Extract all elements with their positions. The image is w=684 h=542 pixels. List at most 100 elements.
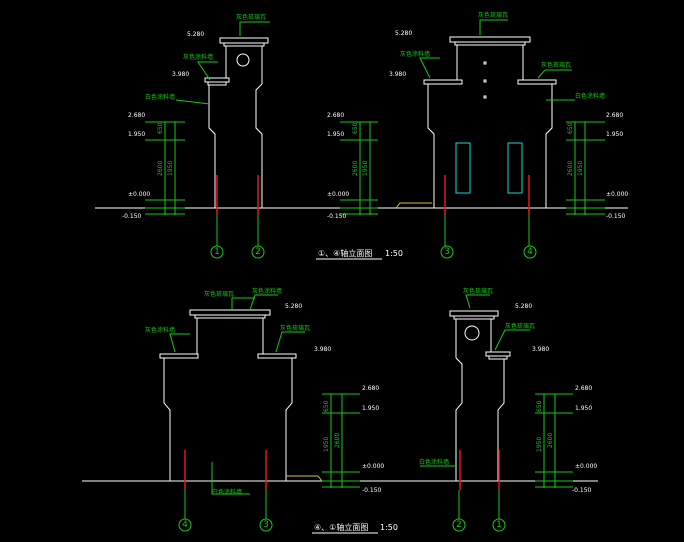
dim-text: 1950	[323, 437, 330, 452]
leader-line	[275, 331, 305, 353]
level-label: 5.280	[285, 303, 302, 310]
level-label: -0.150	[122, 213, 142, 220]
level-label: 5.280	[395, 30, 412, 37]
level-label: 2.680	[575, 385, 592, 392]
level-label: ±0.000	[606, 191, 628, 198]
round-window	[464, 325, 480, 341]
tower-body-right	[255, 83, 263, 208]
axis-number: 2	[456, 520, 462, 530]
level-label: 2.680	[327, 112, 344, 119]
material-note: 白色涂料墙	[419, 458, 449, 466]
building-cap-base	[194, 314, 266, 319]
level-label: 3.980	[532, 346, 549, 353]
eave-left	[159, 353, 199, 359]
tower-cap-base	[223, 42, 265, 47]
dim-text: 1950	[362, 161, 369, 176]
axis-bubble	[523, 245, 537, 259]
axis-number: 1	[214, 247, 220, 257]
dim-text: 2600	[157, 161, 164, 176]
step	[286, 475, 323, 482]
dim-text: 1950	[167, 161, 174, 176]
building-body-right	[545, 84, 553, 208]
tower-body-left	[208, 85, 216, 208]
eave-right-b	[517, 79, 557, 85]
material-note: 白色涂料墙	[212, 488, 242, 496]
dim-text: 650	[157, 122, 164, 134]
level-label: ±0.000	[362, 463, 384, 470]
level-label: 2.680	[362, 385, 379, 392]
axis-number: 4	[182, 520, 188, 530]
axis-number: 1	[496, 520, 502, 530]
tower-cap	[219, 37, 269, 44]
step	[395, 202, 432, 209]
dim-text: 1950	[577, 161, 584, 176]
dim-text: 650	[352, 122, 359, 134]
level-label: -0.150	[572, 487, 592, 494]
axis-bubble	[492, 518, 506, 532]
material-note: 灰色琉璃瓦	[204, 290, 234, 298]
top-elevation-view: 2.680 1.950 ±0.000 -0.150 2.680 1.950 ±0…	[95, 11, 628, 260]
level-label: 5.280	[515, 303, 532, 310]
axis-number: 3	[444, 247, 450, 257]
building-body-left	[427, 84, 435, 208]
building-cap-base	[454, 41, 526, 46]
view-scale: 1:50	[385, 249, 403, 258]
dim-text: 650	[323, 400, 330, 412]
leader-line	[211, 462, 250, 495]
dim-text: 2600	[352, 161, 359, 176]
level-label: 1.950	[327, 131, 344, 138]
view-title: ①、④轴立面图	[318, 248, 372, 258]
material-note: 灰色琉璃瓦	[236, 13, 266, 21]
window-right	[507, 142, 523, 194]
axis-number: 2	[255, 247, 261, 257]
axis-bubble	[259, 518, 273, 532]
dim-text: 2600	[334, 433, 341, 448]
level-label: 3.980	[389, 71, 406, 78]
eave-right	[485, 351, 511, 357]
material-note: 白色涂料墙	[145, 93, 175, 101]
dim-chain-left	[145, 121, 185, 215]
level-label: ±0.000	[575, 463, 597, 470]
level-label: 3.980	[314, 346, 331, 353]
level-label: ±0.000	[128, 191, 150, 198]
axis-bubble	[440, 245, 454, 259]
leader-line	[479, 19, 508, 35]
vent-dot	[483, 61, 487, 65]
material-note: 灰色琉璃瓦	[505, 322, 535, 330]
right-tower	[449, 310, 511, 490]
material-note: 灰色琉璃瓦	[541, 61, 571, 69]
leader-line	[537, 69, 572, 79]
leader-line	[169, 333, 190, 353]
tower-cap	[449, 310, 499, 317]
material-note: 灰色琉璃瓦	[463, 287, 493, 295]
level-label: ±0.000	[327, 191, 349, 198]
building-cap	[449, 36, 531, 43]
eave-left-b	[423, 79, 463, 85]
bottom-elevation-view: 2.680 1.950 ±0.000 -0.150 2.680 1.950 ±0…	[82, 287, 598, 534]
material-note: 灰色琉璃瓦	[280, 324, 310, 332]
leader-line	[175, 99, 211, 105]
material-note: 灰色琉璃瓦	[478, 11, 508, 19]
left-tower	[204, 37, 269, 215]
vent-dot	[483, 95, 487, 99]
dim-chain-left-b	[322, 393, 360, 488]
window-left	[455, 142, 471, 194]
view-scale: 1:50	[380, 523, 398, 532]
level-label: -0.150	[327, 213, 347, 220]
round-window	[236, 53, 250, 67]
dim-text: 2600	[547, 433, 554, 448]
leader-line	[231, 297, 255, 310]
level-label: -0.150	[362, 487, 382, 494]
leader-line	[197, 61, 218, 81]
dim-text: 650	[567, 122, 574, 134]
view-title: ④、①轴立面图	[314, 522, 368, 532]
level-label: 1.950	[128, 131, 145, 138]
dim-chain-right	[566, 121, 605, 215]
level-label: 2.680	[606, 112, 623, 119]
dim-text: 650	[536, 400, 543, 412]
leader-line	[249, 294, 278, 311]
dim-text: 1950	[536, 437, 543, 452]
material-note: 灰色涂料墙	[183, 53, 213, 61]
